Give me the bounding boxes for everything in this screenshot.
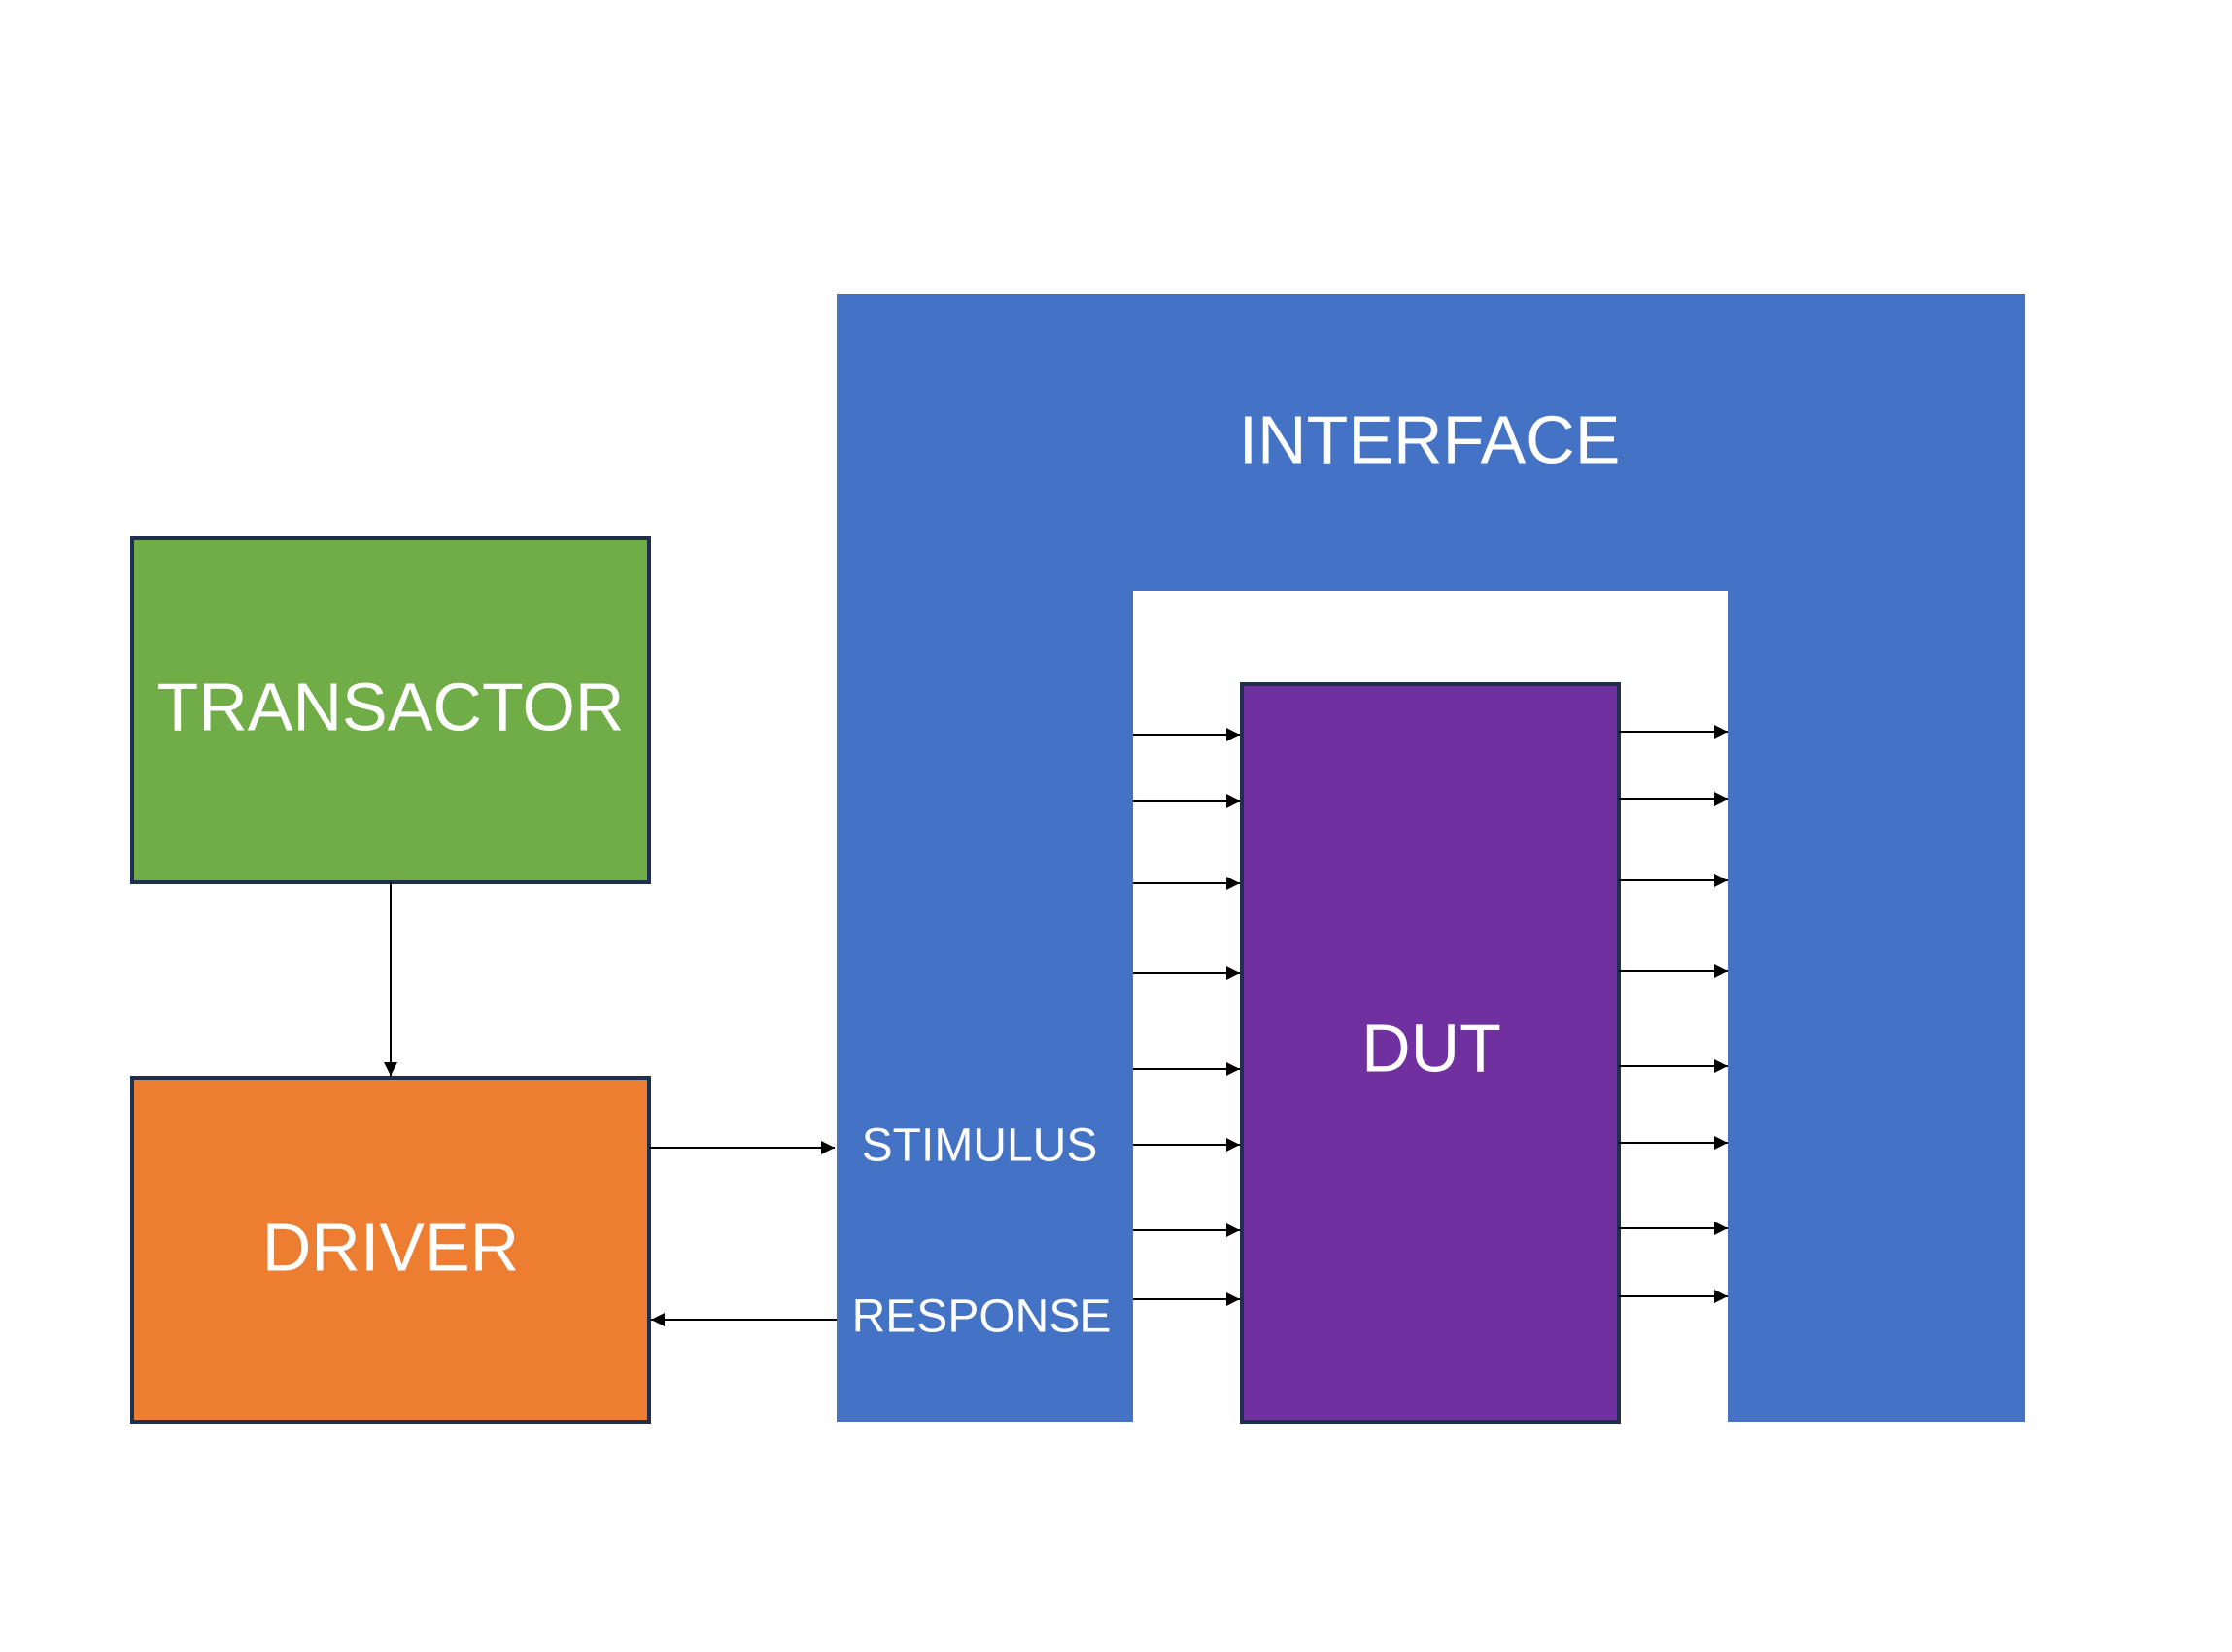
driver-box[interactable]	[130, 1076, 651, 1424]
driver-label: DRIVER	[262, 1209, 519, 1285]
stimulus-label: STIMULUS	[862, 1120, 1098, 1172]
dut-output-ports	[1619, 725, 1728, 1303]
interface-label: INTERFACE	[1239, 401, 1621, 477]
dut-box[interactable]	[1240, 682, 1621, 1424]
transactor-label: TRANSACTOR	[157, 669, 625, 744]
dut-label: DUT	[1361, 1010, 1501, 1085]
interface-block	[837, 294, 2025, 1422]
response-label: RESPONSE	[852, 1291, 1112, 1343]
dut-input-ports	[1133, 728, 1240, 1306]
